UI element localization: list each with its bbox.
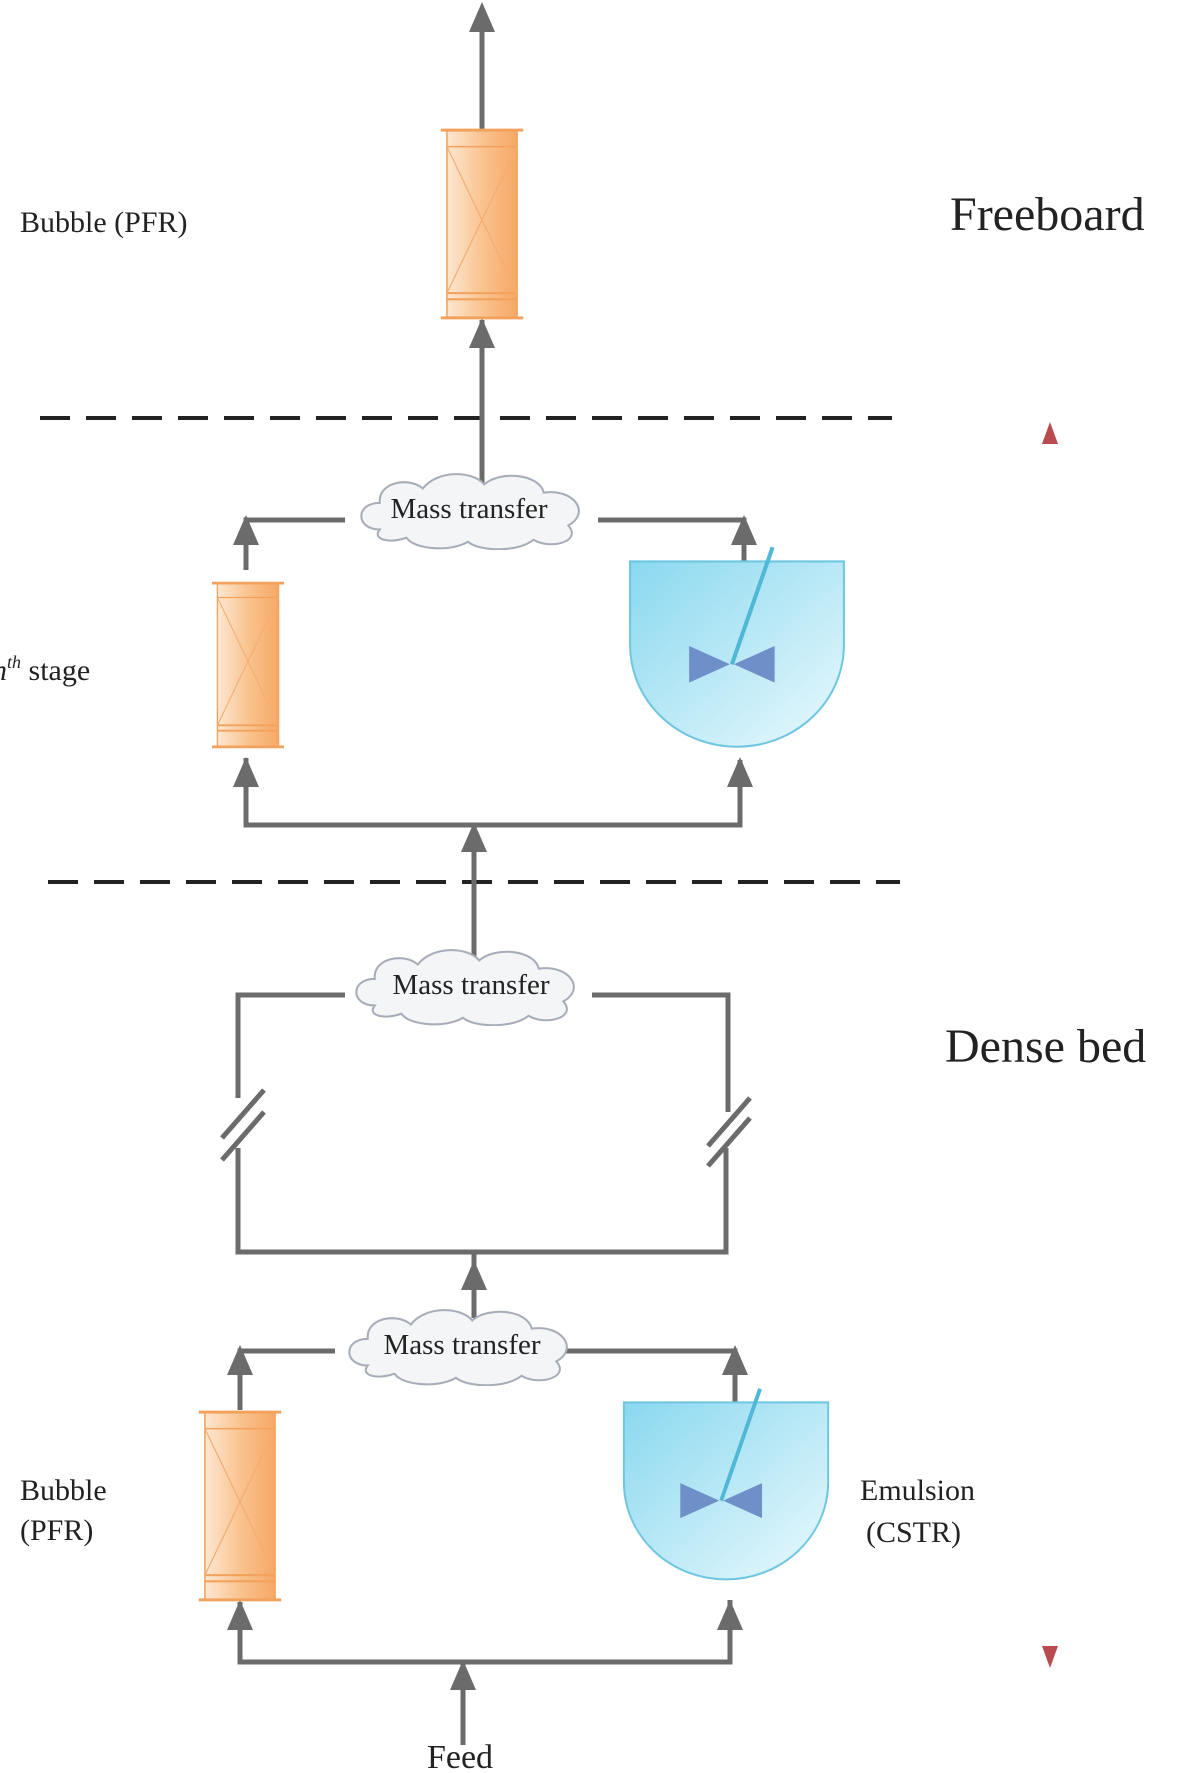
arrowhead-icon xyxy=(227,1600,253,1630)
dense-bed-label: Dense bed xyxy=(945,1020,1146,1073)
arrowhead-icon xyxy=(717,1600,743,1630)
nth-stage-pfr-icon xyxy=(212,581,284,749)
arrowhead-icon xyxy=(727,757,753,787)
nth-stage-rest: stage xyxy=(21,654,90,687)
mass-transfer-label: Mass transfer xyxy=(392,969,549,1001)
emulsion-label: Emulsion xyxy=(860,1474,975,1507)
arrowhead-icon xyxy=(469,2,495,32)
bubble-pfr-top-label: Bubble (PFR) xyxy=(20,206,188,239)
bubble-label: Bubble xyxy=(20,1474,107,1507)
emulsion-cstr-label: (CSTR) xyxy=(866,1516,961,1549)
bubble-pfr-icon xyxy=(198,1410,282,1602)
line-break-icon xyxy=(220,1088,266,1162)
nth-stage-label: nth stage xyxy=(0,652,90,687)
mass-transfer-label: Mass transfer xyxy=(383,1329,540,1361)
nth-stage-sup: th xyxy=(7,652,21,672)
line-break-icon xyxy=(706,1096,752,1168)
arrowhead-icon xyxy=(233,757,259,787)
arrowhead-icon xyxy=(461,1260,487,1290)
arrowhead-icon xyxy=(469,318,495,348)
bubble-pfr-label: (PFR) xyxy=(20,1514,93,1547)
mass-transfer-label: Mass transfer xyxy=(390,493,547,525)
freeboard-label: Freeboard xyxy=(950,188,1145,241)
freeboard-pfr-icon xyxy=(440,128,524,320)
feed-label: Feed xyxy=(427,1739,493,1773)
nth-stage-cstr-icon xyxy=(630,547,844,747)
nth-stage-base: n xyxy=(0,654,7,687)
dense-bed-range-arrow xyxy=(1042,422,1058,1668)
emulsion-cstr-icon xyxy=(624,1389,828,1580)
